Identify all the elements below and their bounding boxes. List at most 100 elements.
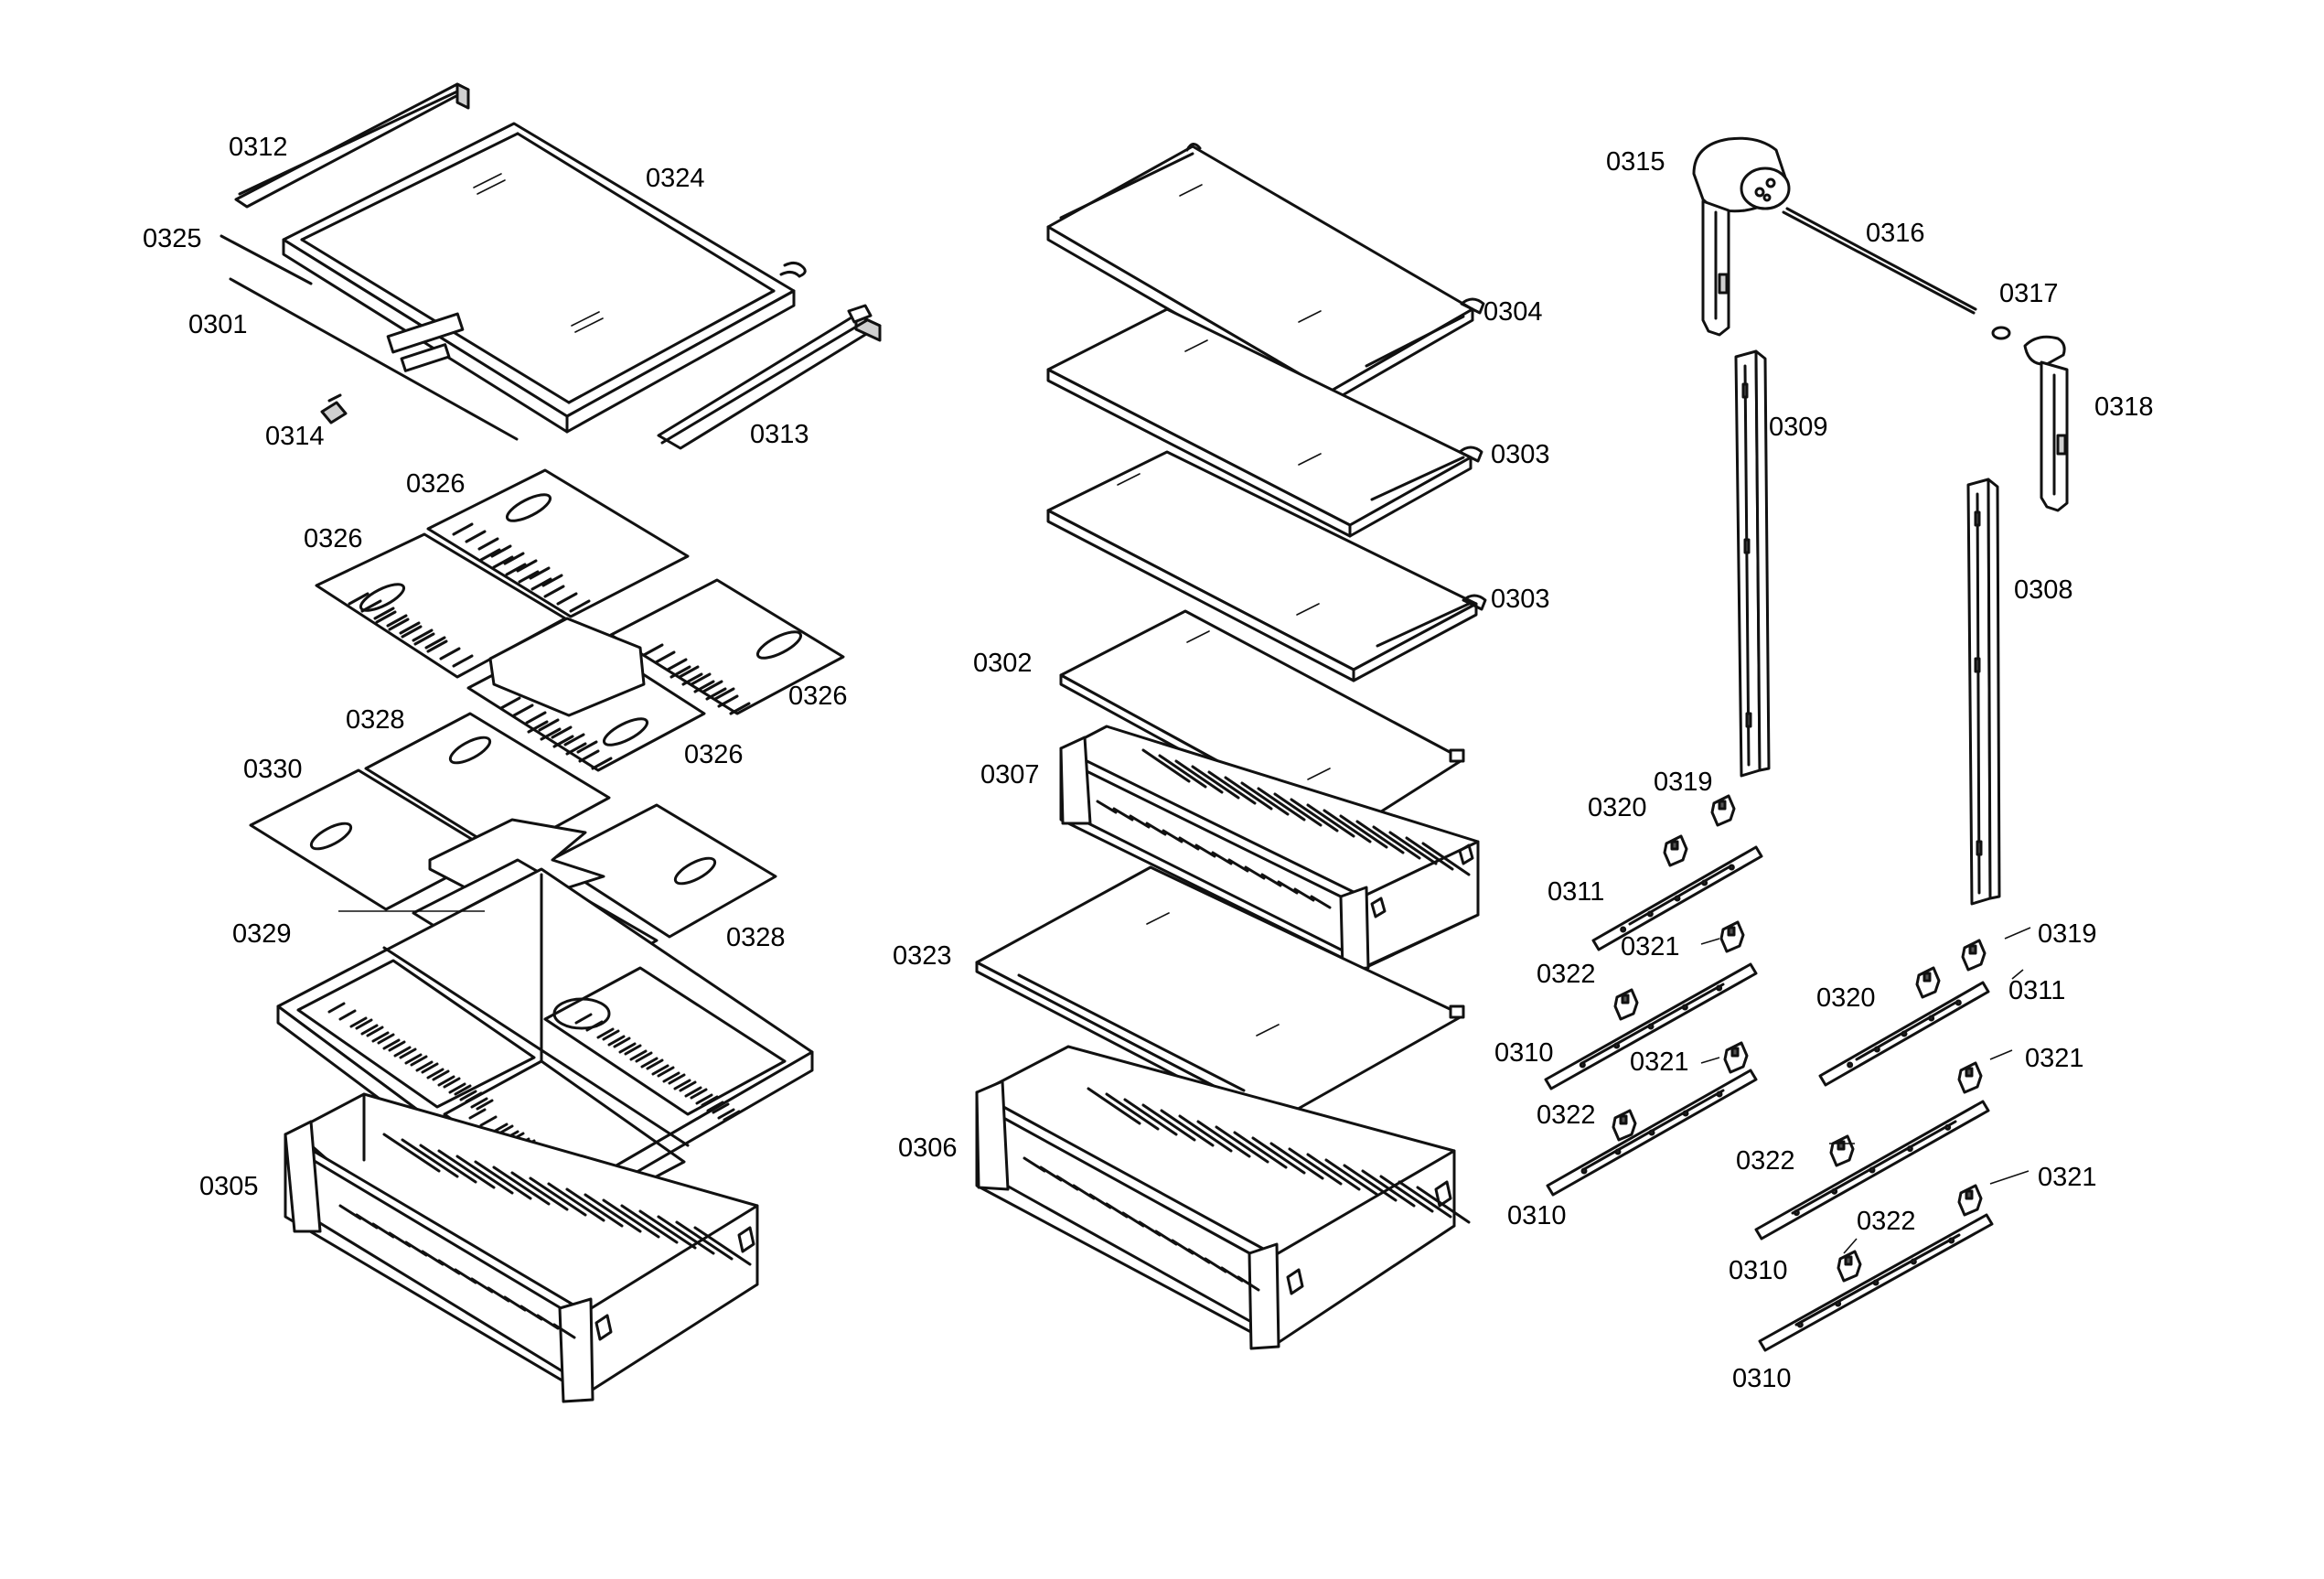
- label-0315: 0315: [1606, 147, 1665, 177]
- vent-slot: [426, 639, 448, 653]
- vent-slot: [443, 1077, 461, 1089]
- vent-slot: [525, 711, 547, 725]
- vent-slot: [1240, 781, 1290, 816]
- vent-slot: [684, 1086, 702, 1098]
- vent-slot: [565, 1187, 624, 1228]
- leader-lines: [338, 910, 2031, 1254]
- vent-slot: [388, 618, 410, 631]
- clip-0321-right-upper: [1957, 1061, 1983, 1094]
- vent-slot: [399, 1047, 417, 1059]
- vent-slot: [666, 658, 688, 671]
- part-0324-glass-shelf: [282, 122, 807, 434]
- vent-slot: [1306, 1153, 1361, 1191]
- vent-slot: [355, 1018, 373, 1030]
- part-0303-shelf-lower: [1046, 450, 1487, 682]
- vent-slot: [1269, 1142, 1324, 1180]
- vent-slot: [717, 1108, 735, 1120]
- vent-slot: [459, 1090, 477, 1101]
- vent-slot: [490, 544, 512, 558]
- vent-slot: [1244, 865, 1266, 880]
- slide-rail-0310-right-lower: [1758, 1213, 1994, 1352]
- part-labels: 0312 0324 0325 0301 0314 0313 0326 0326 …: [143, 133, 2154, 1393]
- vent-slot: [642, 643, 664, 657]
- vent-slot: [510, 1171, 569, 1211]
- vent-slot: [1087, 1087, 1141, 1125]
- vent-slot: [1141, 1103, 1196, 1142]
- vent-slot: [574, 1013, 593, 1025]
- label-0310-b: 0310: [1507, 1201, 1567, 1230]
- vent-slot: [620, 1204, 679, 1244]
- part-0303-shelf-upper: [1046, 307, 1483, 538]
- vent-slot: [470, 1097, 488, 1109]
- label-0316: 0316: [1866, 219, 1925, 248]
- vent-slot: [576, 740, 598, 754]
- label-0312: 0312: [229, 133, 288, 162]
- clip-0320-left: [1663, 834, 1688, 867]
- vent-slot: [404, 1053, 423, 1065]
- clip-0322-left-upper: [1613, 988, 1639, 1021]
- label-0313: 0313: [750, 420, 809, 449]
- vent-slot: [1224, 776, 1273, 811]
- vent-slot: [413, 632, 435, 646]
- vent-slot: [538, 718, 560, 732]
- vent-slot: [382, 1133, 441, 1173]
- vent-slot: [465, 1091, 483, 1103]
- label-0310-a: 0310: [1494, 1038, 1554, 1068]
- vent-slot: [673, 1079, 691, 1090]
- vent-slot: [1237, 1275, 1260, 1292]
- vent-slot: [690, 1088, 708, 1100]
- vent-slot: [338, 1009, 357, 1021]
- vent-slot: [1310, 895, 1332, 909]
- vent-slot: [432, 1069, 450, 1081]
- label-0319-a: 0319: [1654, 768, 1713, 797]
- slide-clips-group: [1612, 794, 1987, 1283]
- vent-slot: [401, 1138, 459, 1178]
- label-0317: 0317: [1999, 279, 2059, 308]
- part-0309-vertical-rail: [1734, 349, 1771, 778]
- vent-slot: [1096, 800, 1118, 814]
- label-0321-d: 0321: [2038, 1163, 2097, 1192]
- vent-slot: [1398, 1180, 1452, 1219]
- clip-0320-right: [1915, 966, 1941, 999]
- vent-slot: [1290, 798, 1339, 832]
- vent-slot: [1178, 836, 1200, 851]
- vent-slot: [678, 665, 700, 679]
- vent-slot: [569, 599, 591, 613]
- vent-slot: [638, 1209, 697, 1250]
- vent-slot: [415, 1060, 434, 1072]
- vent-slot: [1343, 1164, 1398, 1202]
- label-0323: 0323: [893, 941, 952, 971]
- vent-slot: [706, 1101, 724, 1112]
- vent-slot: [492, 555, 514, 569]
- vent-slot: [437, 1149, 496, 1189]
- label-0304: 0304: [1483, 297, 1543, 327]
- vent-slot: [693, 680, 715, 693]
- vent-slot: [455, 1155, 514, 1195]
- part-0313-side-rail: [657, 304, 882, 450]
- vent-slot: [654, 650, 676, 664]
- vent-slot: [468, 1108, 487, 1120]
- part-0314-clip: [320, 393, 348, 424]
- vent-slot: [602, 1198, 660, 1239]
- vent-slot: [552, 1323, 576, 1339]
- vent-slot: [679, 1080, 697, 1092]
- vent-slot: [668, 1073, 686, 1085]
- vent-slot: [701, 680, 723, 693]
- vent-slot: [675, 1220, 734, 1261]
- vent-slot: [410, 1055, 428, 1067]
- vent-slot: [373, 607, 395, 620]
- vent-slot: [382, 1038, 401, 1050]
- vent-slot: [1158, 754, 1207, 789]
- vent-slot: [1207, 770, 1257, 805]
- vent-slot: [657, 1215, 715, 1255]
- vent-slot: [541, 574, 563, 587]
- vent-slot: [1211, 851, 1233, 865]
- vent-slot: [1162, 829, 1183, 843]
- clip-0319-left: [1710, 794, 1736, 827]
- vent-slot: [1388, 831, 1438, 865]
- label-0311-a: 0311: [1548, 877, 1604, 907]
- vent-slot: [452, 522, 474, 536]
- vent-slot: [424, 636, 446, 650]
- vent-slot: [349, 1016, 368, 1028]
- clip-0322-right-upper: [1829, 1134, 1855, 1167]
